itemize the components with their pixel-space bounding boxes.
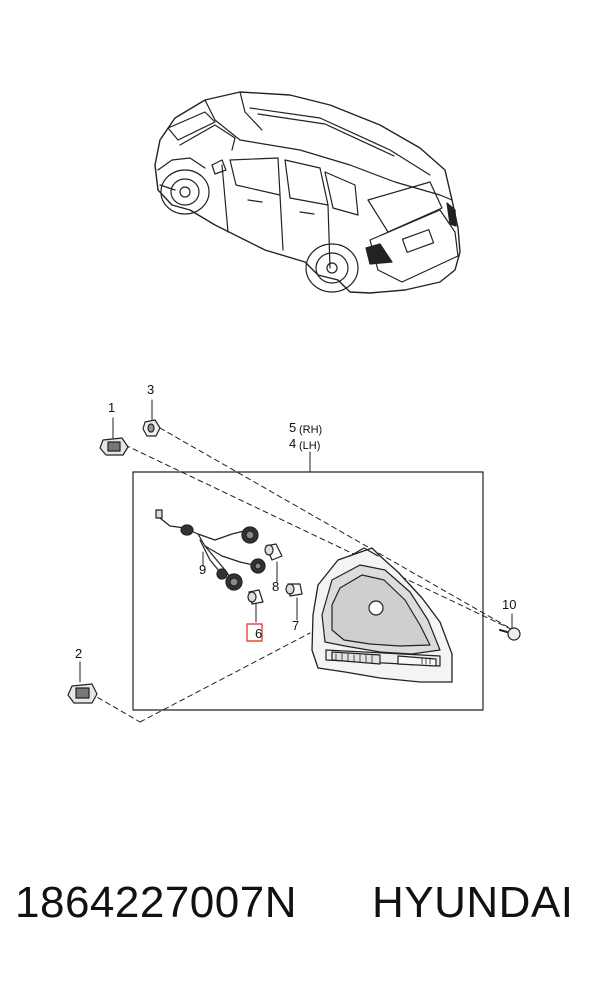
part-10-screw bbox=[499, 627, 521, 641]
callout-10: 10 bbox=[502, 597, 517, 612]
callout-2: 2 bbox=[75, 646, 83, 661]
callout-1: 1 bbox=[108, 400, 116, 415]
callout-6: 6 bbox=[255, 626, 263, 641]
part-8-bulb bbox=[264, 543, 283, 561]
callout-5-side: (RH) bbox=[299, 424, 323, 436]
footer: 1864227007N HYUNDAI bbox=[0, 878, 600, 948]
part-6-bulb bbox=[247, 589, 264, 605]
part-3-grommet bbox=[142, 419, 161, 437]
callout-4: 4 bbox=[289, 436, 297, 451]
part-1-clip bbox=[99, 437, 129, 456]
callout-5: 5 bbox=[289, 420, 297, 435]
part-4-5-rear-combination-lamp bbox=[311, 547, 453, 683]
part-number: 1864227007N bbox=[15, 878, 297, 927]
part-2-clip bbox=[67, 683, 98, 704]
callout-7: 7 bbox=[292, 618, 300, 633]
callout-9: 9 bbox=[199, 562, 207, 577]
brand-name: HYUNDAI bbox=[372, 878, 574, 927]
part-7-bulb bbox=[285, 583, 303, 597]
vehicle-illustration bbox=[154, 91, 461, 294]
callout-8: 8 bbox=[272, 579, 280, 594]
part-9-wiring-harness bbox=[155, 509, 266, 591]
callout-4-side: (LH) bbox=[299, 440, 321, 452]
exploded-view bbox=[67, 399, 521, 723]
callout-3: 3 bbox=[147, 382, 155, 397]
highlight-box bbox=[246, 623, 263, 642]
assembly-frame bbox=[132, 471, 484, 711]
